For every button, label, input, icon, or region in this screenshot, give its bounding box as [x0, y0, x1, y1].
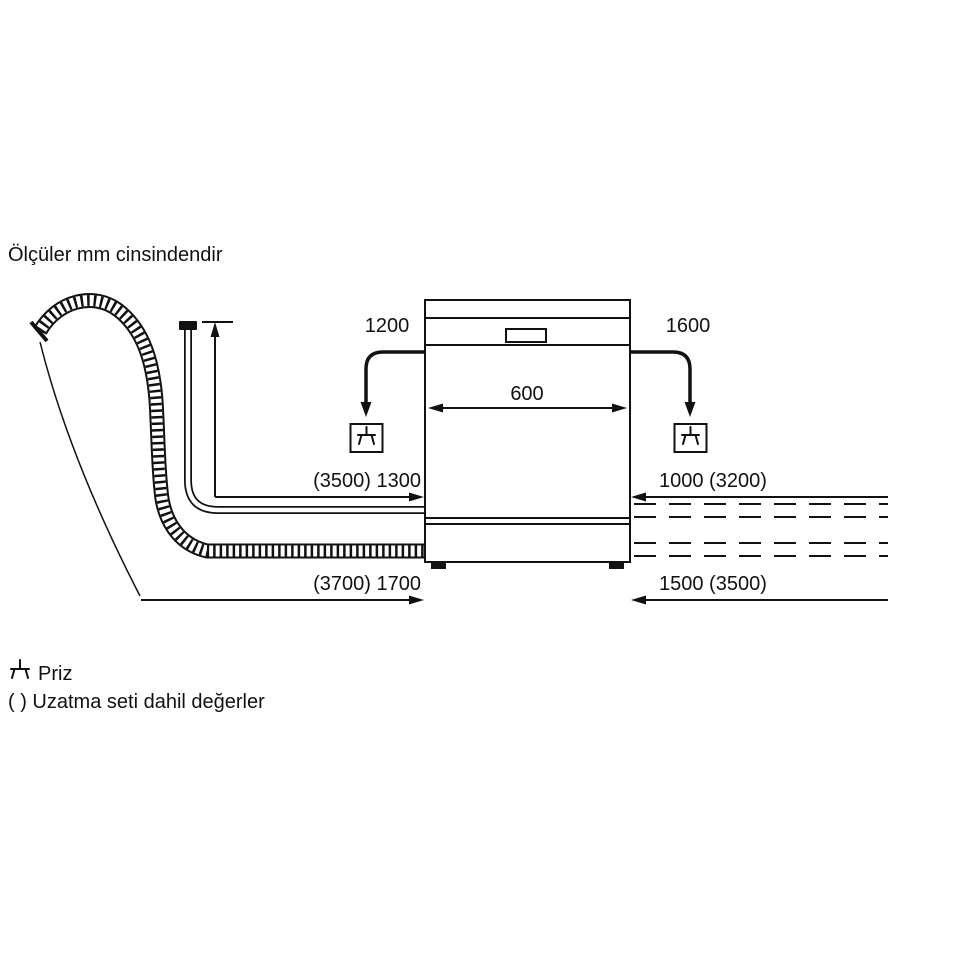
drain-hose	[29, 293, 427, 559]
plug-icon-right	[681, 426, 700, 445]
dim-line-supply	[215, 492, 424, 502]
legend-plug-icon	[10, 659, 30, 679]
dim-drain-hose: (3700) 1700	[313, 573, 421, 595]
power-cord-arrow-left	[360, 350, 425, 417]
legend-extension-note: ( ) Uzatma seti dahil değerler	[8, 691, 265, 713]
dim-plug-right: 1600	[666, 315, 711, 337]
supply-hose-cap	[179, 321, 197, 330]
plug-icon-left	[357, 426, 376, 445]
dishwasher-foot-left	[431, 562, 446, 569]
dishwasher	[424, 299, 631, 569]
water-supply-hose	[179, 321, 427, 514]
drain-hose-end-cap	[29, 320, 49, 343]
dim-right-bottom: 1500 (3500)	[659, 573, 767, 595]
dim-plug-left: 1200	[365, 315, 410, 337]
width-arrow	[428, 403, 627, 413]
legend-plug-label: Priz	[38, 663, 72, 685]
drain-hose-leader-line	[39, 341, 141, 597]
dishwasher-display	[505, 328, 547, 343]
dim-line-drain	[141, 595, 424, 605]
title: Ölçüler mm cinsindendir	[8, 244, 223, 266]
dashed-extension-lines	[634, 503, 888, 557]
dim-supply-hose: (3500) 1300	[313, 470, 421, 492]
dim-right-top: 1000 (3200)	[659, 470, 767, 492]
dim-width-600: 600	[510, 383, 543, 405]
dim-line-right-bottom	[631, 595, 888, 605]
power-cord-arrow-right	[630, 350, 696, 417]
supply-hose-datum	[202, 321, 233, 497]
dishwasher-foot-right	[609, 562, 624, 569]
dim-line-right-top	[631, 492, 888, 502]
